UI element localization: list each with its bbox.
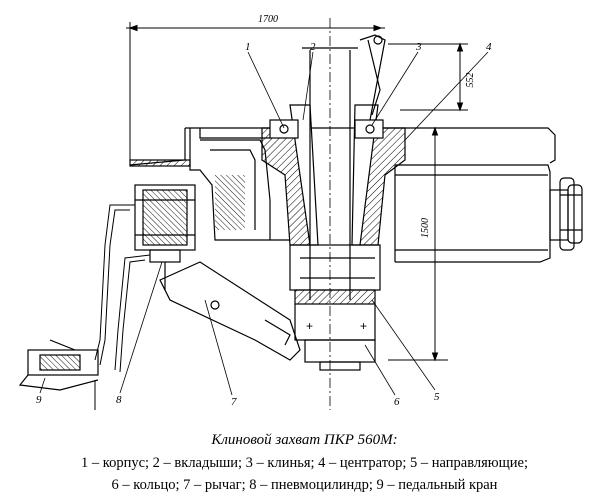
- figure-title: Клиновой захват ПКР 560М:: [211, 432, 398, 448]
- svg-text:+: +: [360, 319, 367, 333]
- figure-legend-line-1: 1 – корпус; 2 – вкладыши; 3 – клинья; 4 …: [81, 455, 528, 471]
- dimension-main-label: 1500: [420, 218, 431, 238]
- callout-8: 8: [116, 394, 122, 406]
- dimension-top-label: 552: [465, 73, 476, 88]
- callout-1: 1: [245, 41, 251, 53]
- pneumocylinder: [134, 184, 196, 290]
- figure-legend-line-2: 6 – кольцо; 7 – рычаг; 8 – пневмоцилиндр…: [111, 477, 498, 493]
- dimension-width-label: 1700: [258, 14, 278, 25]
- callout-9: 9: [36, 394, 42, 406]
- dimension-width: [126, 22, 385, 165]
- pipe: [302, 18, 358, 410]
- air-lines: [94, 204, 151, 410]
- callout-leaders: [39, 51, 489, 396]
- guide-housing: + +: [289, 244, 381, 371]
- callout-4: 4: [486, 41, 492, 53]
- lever: [159, 261, 301, 361]
- drive-pulley: [549, 177, 583, 251]
- callout-2: 2: [310, 41, 316, 53]
- callout-5: 5: [434, 391, 440, 403]
- pedal-valve: [18, 339, 99, 391]
- callout-3: 3: [415, 41, 422, 53]
- dimension-top: [388, 42, 468, 112]
- rotor-table: [129, 127, 556, 263]
- callout-6: 6: [394, 396, 400, 408]
- svg-text:+: +: [306, 319, 313, 333]
- slip-lever: [359, 34, 386, 121]
- technical-drawing: 1700 552 1500: [18, 14, 583, 410]
- callout-7: 7: [231, 396, 237, 408]
